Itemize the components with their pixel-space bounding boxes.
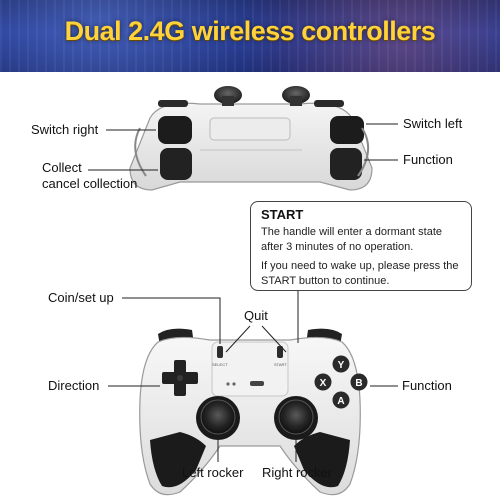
label-right-rocker: Right rocker: [262, 465, 333, 480]
label-function-bottom: Function: [402, 378, 452, 393]
start-info-box: START The handle will enter a dormant st…: [250, 201, 472, 291]
right-stick-top: [282, 86, 310, 104]
label-switch-right: Switch right: [31, 122, 99, 137]
function-trigger[interactable]: [330, 148, 362, 180]
switch-left-trigger[interactable]: [330, 116, 364, 144]
start-box-line2: If you need to wake up, please press the…: [261, 259, 459, 287]
y-button[interactable]: [332, 355, 350, 373]
label-cancel-collection: cancel collection: [42, 176, 138, 191]
right-bumper[interactable]: [314, 100, 344, 107]
a-label: A: [337, 396, 344, 407]
label-quit: Quit: [244, 308, 268, 323]
y-label: Y: [338, 360, 345, 371]
label-collect: Collect: [42, 160, 82, 175]
left-rocker[interactable]: [196, 396, 240, 440]
label-direction: Direction: [48, 378, 100, 393]
start-text: START: [274, 362, 287, 367]
dpad[interactable]: [162, 360, 198, 396]
collect-trigger[interactable]: [160, 148, 192, 180]
x-label: X: [320, 378, 327, 389]
left-bumper[interactable]: [158, 100, 188, 107]
home-button[interactable]: [250, 381, 264, 386]
label-left-rocker: Left rocker: [182, 465, 244, 480]
title-banner: Dual 2.4G wireless controllers: [0, 0, 500, 72]
label-coin-set-up: Coin/set up: [48, 290, 114, 305]
select-text: SELECT: [212, 362, 228, 367]
b-button[interactable]: [350, 373, 368, 391]
x-button[interactable]: [314, 373, 332, 391]
label-function-top: Function: [403, 152, 453, 167]
label-switch-left: Switch left: [403, 116, 463, 131]
start-button[interactable]: [277, 346, 283, 358]
start-box-title: START: [261, 207, 304, 222]
right-rocker[interactable]: [274, 396, 318, 440]
banner-title: Dual 2.4G wireless controllers: [64, 16, 436, 46]
select-button[interactable]: [217, 346, 223, 358]
switch-right-trigger[interactable]: [158, 116, 192, 144]
start-box-line1: The handle will enter a dormant state af…: [261, 226, 442, 253]
left-stick-top: [214, 86, 242, 104]
face-buttons: Y X B A: [314, 355, 368, 409]
a-button[interactable]: [332, 391, 350, 409]
b-label: B: [355, 378, 362, 389]
